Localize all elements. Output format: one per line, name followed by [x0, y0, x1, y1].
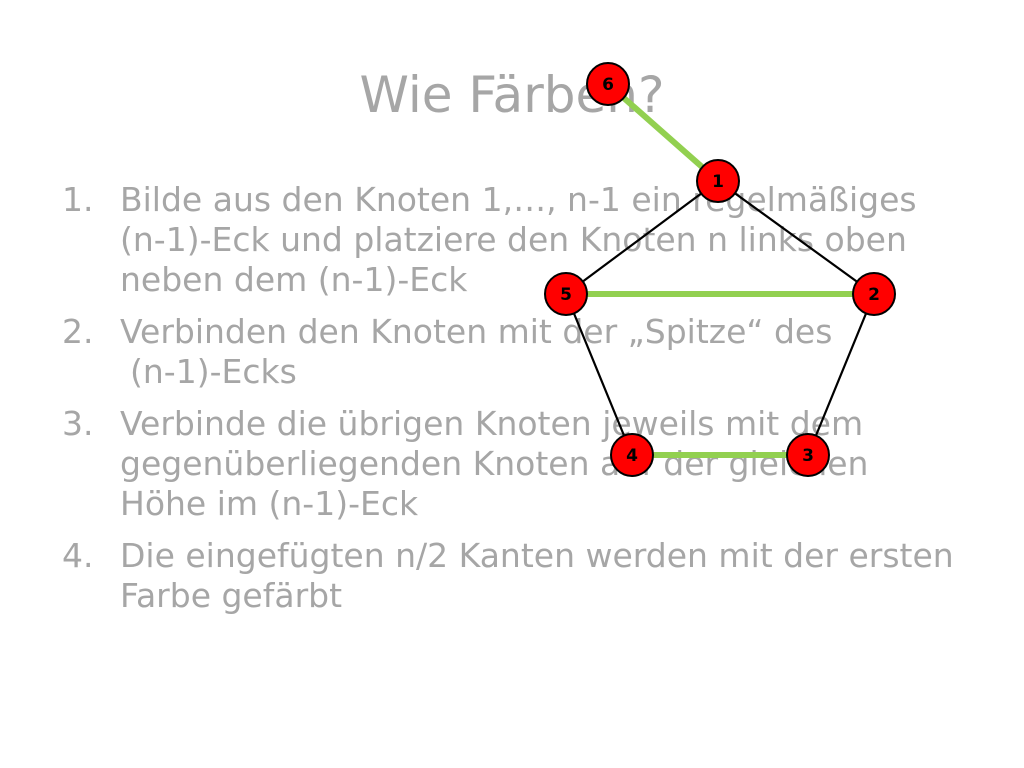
node-label: 6 [602, 75, 614, 95]
step-list: 1. Bilde aus den Knoten 1,…, n-1 ein reg… [62, 180, 962, 628]
graph-node-3: 3 [786, 433, 830, 477]
step-item: 3. Verbinde die übrigen Knoten jeweils m… [62, 404, 962, 524]
step-item: 1. Bilde aus den Knoten 1,…, n-1 ein reg… [62, 180, 962, 300]
step-continuation: (n-1)-Ecks [130, 352, 297, 391]
node-label: 2 [868, 285, 880, 305]
node-circle [544, 272, 588, 316]
step-text: Verbinden den Knoten mit der „Spitze“ de… [120, 312, 833, 351]
polygon-edge-4-5 [564, 292, 634, 457]
graph-node-6: 6 [586, 62, 630, 106]
node-circle [610, 433, 654, 477]
step-number: 2. [62, 312, 94, 351]
graph-nodes: 6 1 2 3 4 5 [544, 62, 896, 477]
step-text: Bilde aus den Knoten 1,…, n-1 ein regelm… [120, 180, 917, 299]
polygon-edge-2-3 [806, 292, 876, 457]
step-item: 4. Die eingefügten n/2 Kanten werden mit… [62, 536, 962, 616]
graph-node-5: 5 [544, 272, 588, 316]
node-label: 1 [712, 172, 724, 192]
node-circle [852, 272, 896, 316]
node-circle [586, 62, 630, 106]
polygon-edge-1-2 [716, 179, 876, 296]
step-text: Verbinde die übrigen Knoten jeweils mit … [120, 404, 869, 523]
step-number: 3. [62, 404, 94, 443]
graph-node-1: 1 [696, 159, 740, 203]
node-circle [696, 159, 740, 203]
step-text: Die eingefügten n/2 Kanten werden mit de… [120, 536, 954, 615]
step-number: 4. [62, 536, 94, 575]
node-label: 5 [560, 285, 572, 305]
graph-node-4: 4 [610, 433, 654, 477]
matching-edge-6-1 [605, 81, 721, 184]
polygon-edge-5-1 [564, 179, 720, 296]
step-number: 1. [62, 180, 94, 219]
graph-node-2: 2 [852, 272, 896, 316]
graph-edges [563, 81, 877, 458]
step-item: 2. Verbinden den Knoten mit der „Spitze“… [62, 312, 962, 392]
node-label: 3 [802, 446, 814, 466]
node-label: 4 [626, 446, 638, 466]
node-circle [786, 433, 830, 477]
